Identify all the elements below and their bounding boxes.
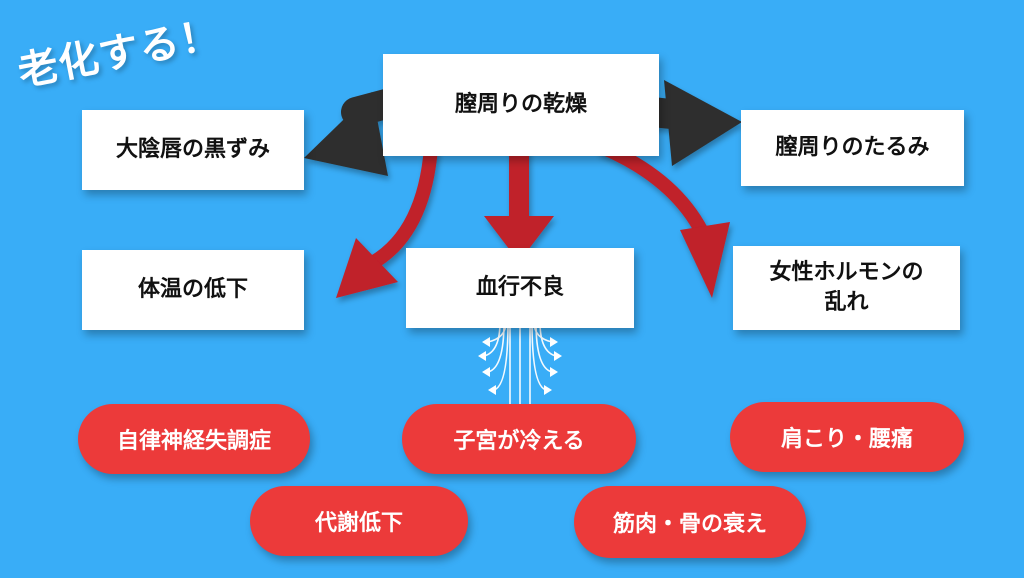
spread-arrows-icon bbox=[483, 321, 557, 405]
effect-shoulder: 肩こり・腰痛 bbox=[730, 402, 964, 472]
arrow-center-to-blood-flow bbox=[484, 136, 554, 262]
node-center-dryness: 膣周りの乾燥 bbox=[383, 54, 659, 156]
node-hormone-label-1: 女性ホルモンの bbox=[769, 260, 924, 286]
effect-autonomic-label: 自律神経失調症 bbox=[116, 429, 271, 454]
node-sagging: 膣周りのたるみ bbox=[741, 110, 964, 186]
effect-autonomic: 自律神経失調症 bbox=[78, 404, 310, 474]
node-labia-darkening: 大陰唇の黒ずみ bbox=[82, 110, 304, 190]
effect-uterus: 子宮が冷える bbox=[402, 404, 636, 474]
node-blood-flow: 血行不良 bbox=[406, 248, 634, 328]
effect-muscle-bone-label: 筋肉・骨の衰え bbox=[612, 512, 767, 537]
node-blood-flow-label: 血行不良 bbox=[475, 275, 564, 301]
effect-muscle-bone: 筋肉・骨の衰え bbox=[574, 486, 806, 558]
node-sagging-label: 膣周りのたるみ bbox=[775, 135, 930, 161]
effect-metabolism-label: 代謝低下 bbox=[314, 511, 403, 536]
effect-uterus-label: 子宮が冷える bbox=[453, 429, 585, 454]
node-labia-darkening-label: 大陰唇の黒ずみ bbox=[115, 137, 270, 163]
arrow-center-to-darkening bbox=[304, 89, 401, 176]
arrow-center-to-body-temp bbox=[336, 141, 438, 298]
effect-metabolism: 代謝低下 bbox=[250, 486, 468, 556]
effect-shoulder-label: 肩こり・腰痛 bbox=[780, 427, 913, 452]
node-hormone: 女性ホルモンの 乱れ bbox=[733, 246, 960, 330]
node-hormone-label-2: 乱れ bbox=[824, 290, 869, 315]
node-body-temp-label: 体温の低下 bbox=[137, 277, 248, 303]
node-body-temp: 体温の低下 bbox=[82, 250, 304, 330]
node-center-dryness-label: 膣周りの乾燥 bbox=[454, 92, 587, 118]
